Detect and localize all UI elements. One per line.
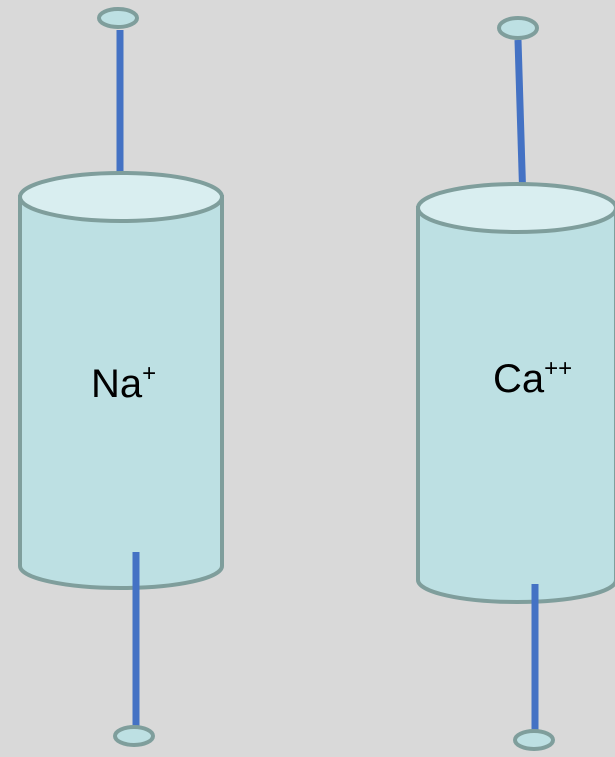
cylinder-top: [416, 182, 615, 234]
cylinder-top: [18, 171, 224, 223]
ion-name: Ca: [493, 357, 545, 401]
top-terminal: [497, 16, 539, 40]
channel-calcium: Ca++: [416, 16, 615, 751]
ion-charge: ++: [544, 355, 572, 382]
cylinder-body: [416, 206, 615, 604]
top-terminal: [97, 7, 139, 29]
bottom-terminal: [113, 725, 155, 747]
ion-label-sodium: Na+: [91, 360, 156, 406]
cylinder-body: [18, 195, 224, 590]
top-wire: [514, 39, 527, 204]
channel-sodium: Na+: [18, 7, 224, 747]
ion-name: Na: [91, 362, 143, 406]
ion-label-calcium: Ca++: [493, 355, 572, 401]
ion-charge: +: [142, 360, 156, 387]
bottom-terminal: [513, 729, 555, 751]
